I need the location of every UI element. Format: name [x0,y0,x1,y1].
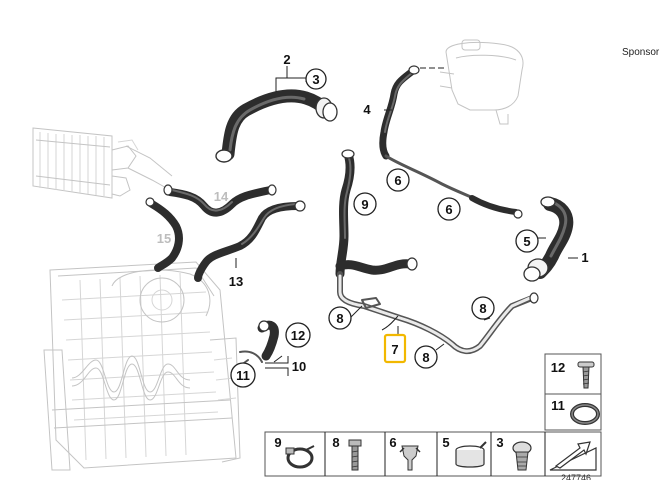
leader-lines [235,66,578,376]
callout-6a: 6 [394,173,401,188]
pipe-7 [337,271,539,354]
callout-10: 10 [292,359,306,374]
plug-3-icon [512,441,532,471]
hose-14 [163,184,277,217]
callout-15: 15 [157,231,171,246]
legend-bottom-8: 8 [332,435,339,450]
clamp-5-graphic [523,258,549,282]
hose-clamp-9-icon [285,445,315,469]
expansion-tank [439,39,524,125]
hose-6 [384,154,523,219]
screw-12-icon [577,361,595,389]
callout-6b: 6 [445,202,452,217]
legend-bottom-6: 6 [389,435,396,450]
legend-bottom-3: 3 [496,435,503,450]
hose-1 [523,196,574,282]
callout-13: 13 [229,274,243,289]
navigation-arrow-icon[interactable] [549,441,597,471]
callout-14: 14 [214,189,229,204]
o-ring-11-icon [570,403,600,425]
diagram-id: 247746 [561,473,591,480]
callout-8a: 8 [336,311,343,326]
callout-8c: 8 [422,350,429,365]
hose-13 [194,200,306,282]
legend-bottom-9: 9 [274,435,281,450]
legend-bottom-5: 5 [442,435,449,450]
callout-8b: 8 [479,301,486,316]
sponsor-label[interactable]: Sponsor [622,47,660,58]
legend-right: 12 11 [544,353,602,431]
callouts: 2 3 4 6 6 9 5 1 8 8 8 7 14 15 13 12 11 1… [157,52,589,388]
legend-right-12: 12 [551,360,565,375]
hose-2 [215,89,338,163]
oil-cooler-outline [32,127,173,199]
callout-9: 9 [361,197,368,212]
callout-12: 12 [291,328,305,343]
callout-5: 5 [523,234,530,249]
hose-4 [379,65,446,160]
band-clamp-5-icon [455,441,487,468]
callout-11: 11 [236,368,250,383]
hose-15 [145,197,183,272]
legend-right-11: 11 [551,398,565,413]
highlight-box-7 [383,333,407,364]
callout-7[interactable]: 7 [391,342,398,357]
callout-2: 2 [283,52,290,67]
bolt-8-icon [348,439,362,471]
callout-3: 3 [312,72,319,87]
hose-9 [335,149,418,279]
clip-6-icon [399,445,421,471]
legend-bottom: 9 8 6 5 3 [264,431,602,483]
clamp-3-graphic [315,97,338,122]
callout-4: 4 [363,102,371,117]
radiator-outline [43,261,241,471]
callout-1: 1 [581,250,588,265]
